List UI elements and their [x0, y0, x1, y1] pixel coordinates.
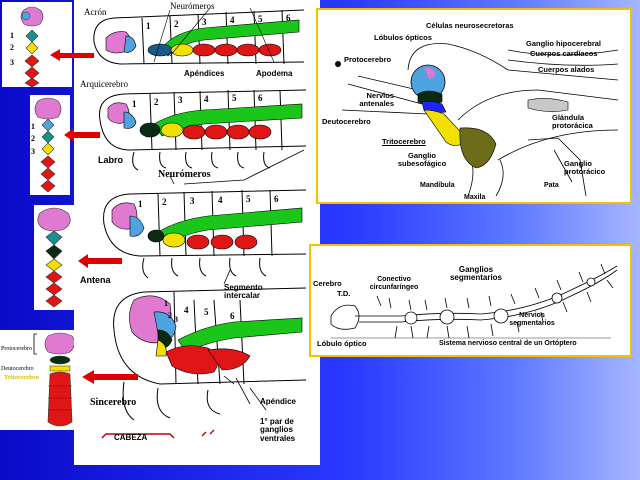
label-protocerebro: Protocerebro — [344, 56, 391, 64]
label-segmento-intercalar: Segmento intercalar — [224, 284, 294, 300]
stage3-seg-4: 4 — [218, 196, 223, 205]
label-mandibula: Mandíbula — [420, 182, 455, 189]
stage1-seg-4: 4 — [230, 16, 235, 25]
orthoptera-cns-panel: Cerebro T.D. Conectivo circunfaríngeo Ga… — [309, 244, 632, 357]
label-apendice: Apéndice — [260, 398, 296, 406]
label-cabeza: CABEZA — [114, 434, 147, 442]
strip4-protocerebro: Protocerebro — [1, 346, 32, 352]
stage3-seg-2: 2 — [162, 198, 167, 207]
label-sincerebro: Sincerebro — [90, 398, 136, 408]
stage3-seg-1: 1 — [138, 200, 143, 209]
mini-strip-2: 1 2 3 — [30, 95, 70, 195]
strip2-num-3: 3 — [31, 148, 35, 156]
stage4-seg-6: 6 — [230, 312, 235, 321]
mini-strip-1: 1 2 3 — [2, 2, 72, 87]
strip1-num-3: 3 — [10, 59, 14, 67]
stage4-seg-5: 5 — [204, 308, 209, 317]
stage2-seg-2: 2 — [154, 98, 159, 107]
label-deutocerebro: Deutocerebro — [322, 118, 371, 126]
stage1-seg-5: 5 — [258, 15, 263, 24]
label-labro: Labro — [98, 156, 123, 165]
stage4-seg-4: 4 — [184, 306, 189, 315]
label-maxila: Maxila — [464, 194, 485, 201]
strip1-num-2: 2 — [10, 44, 14, 52]
mini-strip-3-drawing — [34, 205, 76, 310]
label-acron: Acrón — [84, 8, 107, 17]
stage4-seg-1: 1 — [164, 300, 168, 308]
label-glandula-protoracica: Glándula protorácica — [552, 114, 616, 131]
label-nervios-antenales: Nervios antenales — [340, 92, 394, 109]
mini-strip-3 — [34, 205, 76, 310]
label-apodema: Apodema — [256, 70, 292, 78]
label-primer-par-ganglios: 1° par de ganglios ventrales — [260, 418, 316, 443]
strip4-deutocerebro: Deutocerebro — [1, 366, 34, 372]
stage2-seg-5: 5 — [232, 94, 237, 103]
label-lobulos-opticos: Lóbulos ópticos — [374, 34, 432, 42]
embryo-diagram-panel: Acrón Neurómeros 1 2 3 4 5 6 Apéndices A… — [74, 0, 320, 465]
label-ganglio-protoracico: Ganglio protorácico — [564, 160, 624, 177]
label-neuromeros-mid: Neurómeros — [158, 170, 211, 180]
mini-strip-4: Protocerebro Deutocerebro Tritocerebro — [0, 330, 80, 430]
label-lobulo-optico: Lóbulo óptico — [317, 340, 367, 348]
strip2-num-1: 1 — [31, 123, 35, 131]
strip1-num-1: 1 — [10, 32, 14, 40]
stage2-seg-3: 3 — [178, 96, 183, 105]
label-pata: Pata — [544, 182, 559, 189]
label-cuerpos-cardiacos: Cuerpos cardíacos — [530, 50, 598, 58]
label-antena: Antena — [80, 276, 111, 285]
label-celulas-neurosecretoras: Células neurosecretoras — [426, 22, 514, 30]
stage2-seg-4: 4 — [204, 95, 209, 104]
stage4-seg-2: 2 — [168, 312, 172, 320]
label-cuerpos-alados: Cuerpos alados — [538, 66, 594, 74]
stage3-seg-3: 3 — [190, 197, 195, 206]
label-ganglio-subesofagico: Ganglio subesofágico — [392, 152, 452, 169]
stage3-seg-6: 6 — [274, 195, 279, 204]
label-apendices: Apéndices — [184, 70, 224, 78]
stage3-seg-5: 5 — [246, 195, 251, 204]
label-nervios-segmentarios: Nervios segmentarios — [503, 312, 561, 327]
label-tritocerebro: Tritocerebro — [382, 138, 426, 146]
stage2-seg-6: 6 — [258, 94, 263, 103]
label-neuromeros-top: Neurómeros — [170, 2, 215, 11]
strip4-tritocerebro: Tritocerebro — [4, 375, 39, 382]
label-arquicerebro: Arquicerebro — [80, 80, 128, 89]
stage2-seg-1: 1 — [132, 100, 137, 109]
label-ganglios-segmentarios: Ganglios segmentarios — [441, 266, 511, 283]
stage1-seg-3: 3 — [202, 18, 207, 27]
label-ganglio-hipocerebral: Ganglio hipocerebral — [526, 40, 601, 48]
label-cerebro: Cerebro — [313, 280, 342, 288]
stage4-seg-3: 3 — [174, 316, 178, 324]
label-sistema-nervioso-central: Sistema nervioso central de un Ortóptero — [439, 340, 577, 347]
stage1-seg-2: 2 — [174, 20, 179, 29]
label-td: T.D. — [337, 290, 350, 298]
mini-strip-2-drawing — [30, 95, 70, 195]
head-anatomy-panel: Células neurosecretoras Lóbulos ópticos … — [316, 8, 632, 204]
stage1-seg-6: 6 — [286, 14, 291, 23]
stage1-seg-1: 1 — [146, 22, 151, 31]
label-conectivo-circunfaringeo: Conectivo circunfaríngeo — [365, 276, 423, 291]
strip2-num-2: 2 — [31, 135, 35, 143]
